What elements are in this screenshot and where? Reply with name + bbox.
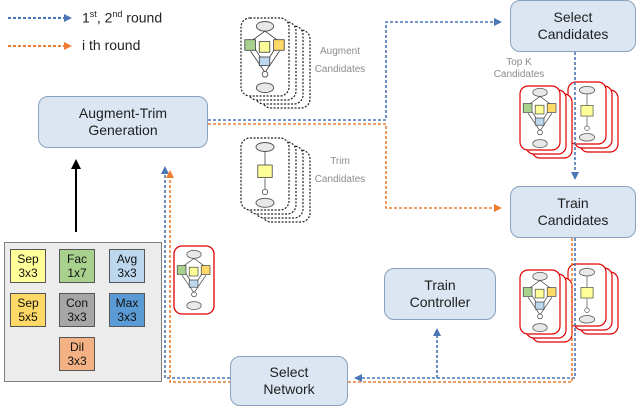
- trained-candidates-stack: [519, 263, 619, 343]
- augment-candidates-stack: [240, 17, 311, 109]
- trim-candidates-stack: [240, 137, 311, 223]
- legend-blue-label: 1st, 2nd round: [82, 9, 163, 26]
- legend-orange-label: i th round: [82, 37, 141, 53]
- top-k-candidates-stack: [519, 81, 619, 159]
- selected-network-cell: [173, 245, 215, 315]
- orange-connectors: [166, 123, 573, 383]
- blue-connectors: [161, 18, 579, 382]
